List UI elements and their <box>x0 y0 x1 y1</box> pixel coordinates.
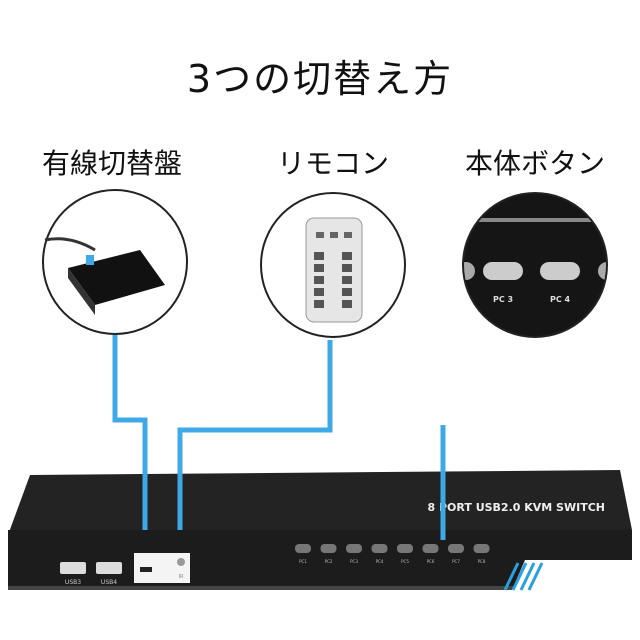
connection-lines <box>112 335 446 540</box>
kvm-switch-device: 8 PORT USB2.0 KVM SWITCH USB3 USB4 IR PC… <box>8 470 632 591</box>
pc-button <box>397 544 413 553</box>
pc-button <box>448 544 464 553</box>
pc-button-label: PC1 <box>299 559 307 564</box>
label-wired-switch: 有線切替盤 <box>41 147 183 180</box>
ir-label: IR <box>179 574 184 580</box>
closeup-pc4-label: PC 4 <box>550 295 571 304</box>
pc-button-label: PC5 <box>401 559 409 564</box>
page-title: 3つの切替え方 <box>186 57 454 101</box>
usb3-port <box>60 562 86 574</box>
remote-closeup <box>260 192 406 338</box>
pc-button-label: PC3 <box>350 559 358 564</box>
pc-button <box>320 544 337 553</box>
usb4-label: USB4 <box>101 579 117 586</box>
pc-button-label: PC2 <box>325 559 333 564</box>
label-remote: リモコン <box>276 147 390 180</box>
usb4-port <box>96 562 122 574</box>
wired-switch-closeup <box>42 189 188 335</box>
pc-button <box>422 544 439 553</box>
pc-button <box>473 544 490 553</box>
pc-button-label: PC6 <box>427 559 435 564</box>
ir-sensor <box>177 558 185 566</box>
closeup-pc3-label: PC 3 <box>493 295 513 304</box>
body-button-closeup: PC 3 PC 4 <box>462 192 608 338</box>
device-name: 8 PORT USB2.0 KVM SWITCH <box>427 501 605 514</box>
label-body-button: 本体ボタン <box>464 147 606 180</box>
pc-button <box>371 544 388 553</box>
usb3-label: USB3 <box>65 579 81 586</box>
pc-button-label: PC4 <box>376 559 384 564</box>
pc-button <box>346 544 362 553</box>
pc-button <box>295 544 311 553</box>
pc-button-label: PC8 <box>478 559 486 564</box>
pc-button-label: PC7 <box>452 559 460 564</box>
